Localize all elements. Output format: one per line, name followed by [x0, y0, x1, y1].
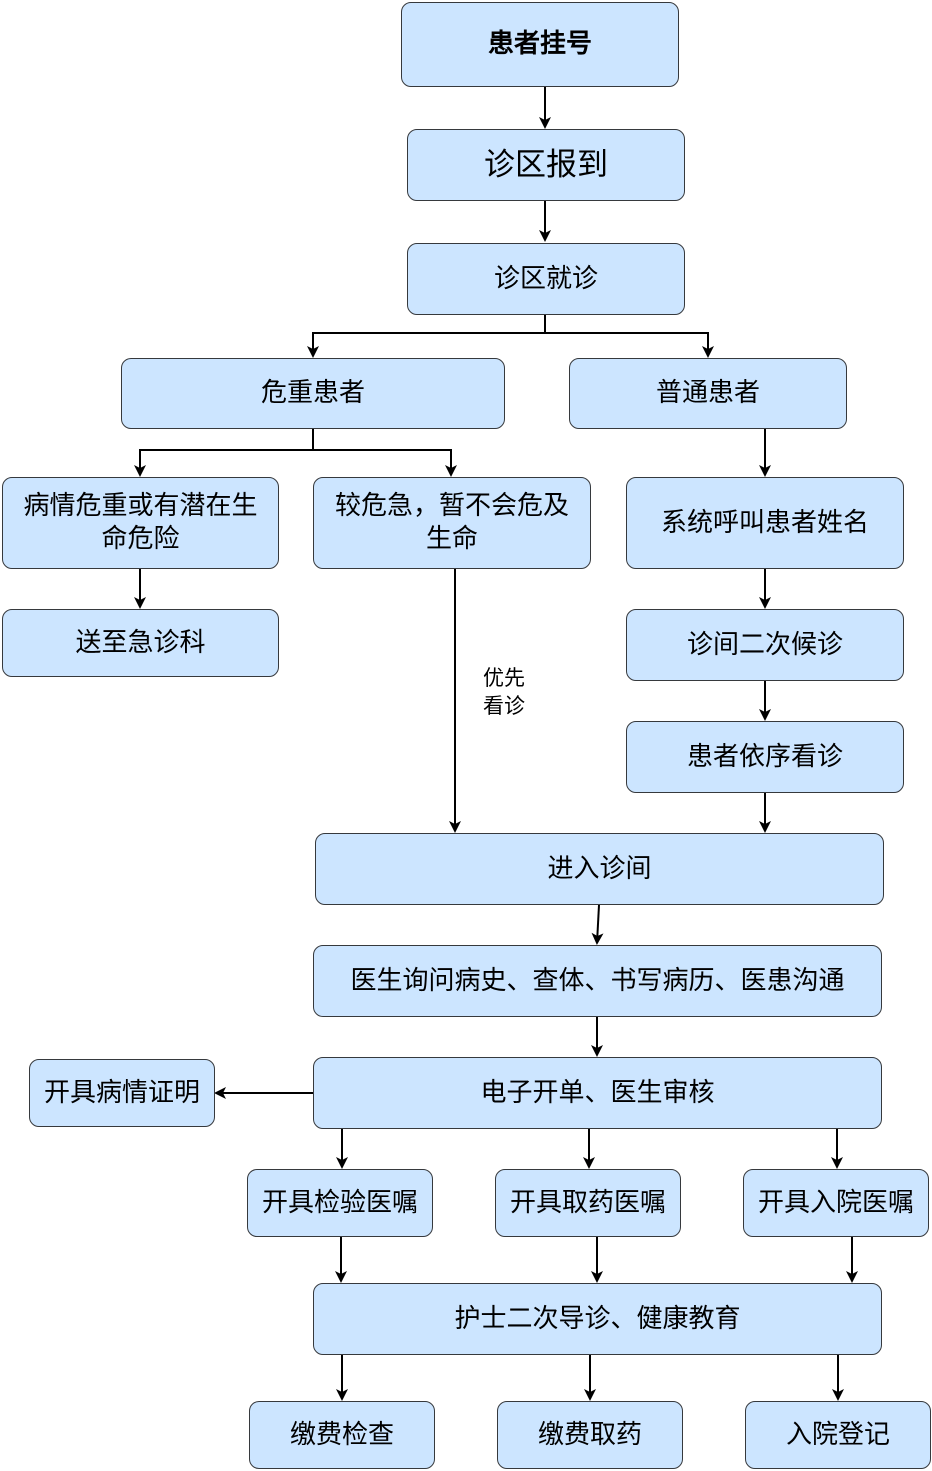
node-certificate: 开具病情证明	[29, 1059, 215, 1127]
edge-visit-critical	[307, 315, 546, 358]
node-nurse: 护士二次导诊、健康教育	[313, 1283, 882, 1355]
edge-visit-normal	[545, 332, 714, 358]
edge-label-priority: 优先看诊	[483, 666, 525, 718]
node-normal: 普通患者	[569, 358, 847, 429]
node-order: 电子开单、医生审核	[313, 1057, 882, 1129]
node-severe: 病情危重或有潜在生命危险	[2, 477, 279, 569]
node-wait: 诊间二次候诊	[626, 609, 904, 681]
node-consult: 医生询问病史、查体、书写病历、医患沟通	[313, 945, 882, 1017]
node-enter: 进入诊间	[315, 833, 884, 905]
node-checkin: 诊区报到	[407, 129, 685, 201]
node-call: 系统呼叫患者姓名	[626, 477, 904, 569]
edge-critical-severe	[134, 429, 314, 477]
node-admit: 开具入院医嘱	[743, 1169, 929, 1237]
node-urgent: 较危急，暂不会危及生命	[313, 477, 591, 569]
node-queue: 患者依序看诊	[626, 721, 904, 793]
node-lab: 开具检验医嘱	[247, 1169, 433, 1237]
edge-enter-consult	[591, 904, 604, 945]
node-drug: 开具取药医嘱	[495, 1169, 681, 1237]
node-critical: 危重患者	[121, 358, 505, 429]
node-register: 患者挂号	[401, 2, 679, 87]
edge-critical-urgent	[313, 449, 457, 477]
node-emergency: 送至急诊科	[2, 609, 279, 677]
node-pay-lab: 缴费检查	[249, 1401, 435, 1469]
node-visit: 诊区就诊	[407, 243, 685, 315]
node-pay-drug: 缴费取药	[497, 1401, 683, 1469]
node-admit-reg: 入院登记	[745, 1401, 931, 1469]
